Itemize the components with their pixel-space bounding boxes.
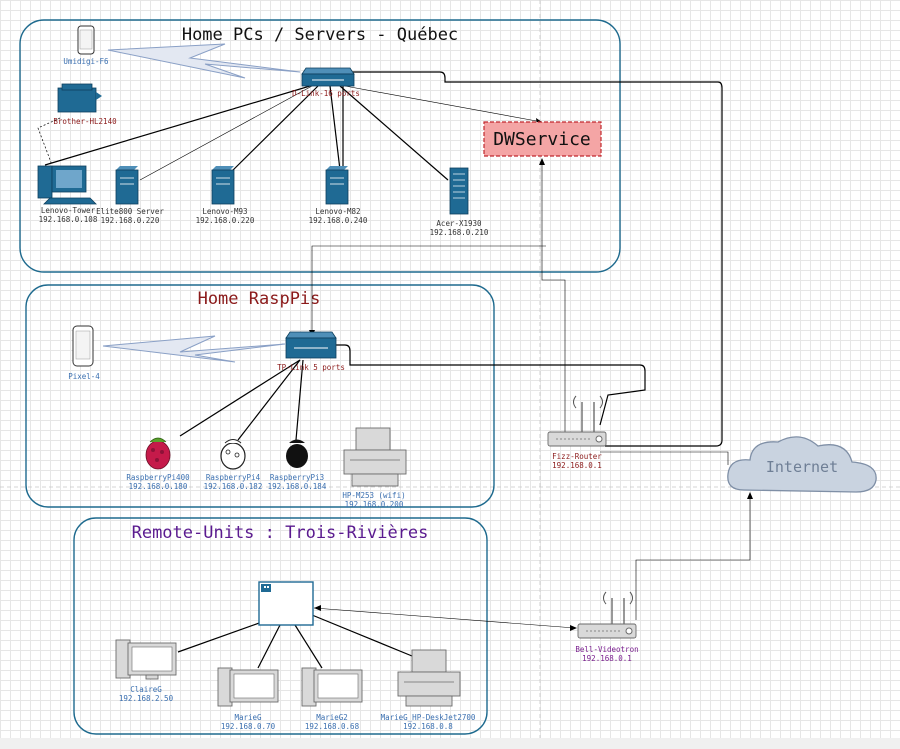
marie2-computer-icon[interactable] <box>301 667 363 707</box>
pixel4-label: Pixel-4 <box>68 372 100 381</box>
marie-hp-label: MarieG_HP-DeskJet2700 <box>381 713 476 722</box>
marie-label: MarieG <box>234 713 262 722</box>
acer-server-icon[interactable] <box>449 167 469 215</box>
lenovo-m82-ip: 192.168.0.240 <box>309 216 368 225</box>
marie-hp-ip: 192.168.0.8 <box>403 722 453 731</box>
links <box>37 71 753 669</box>
bell-router-icon[interactable] <box>577 591 637 639</box>
rpi4-label: RaspberryPi4 <box>206 473 261 482</box>
hp-m253-printer-icon[interactable] <box>343 427 407 487</box>
wireless-bolt-umidigi <box>107 43 301 79</box>
bell-label: Bell-Videotron <box>575 645 638 654</box>
brother-label: Brother-HL2140 <box>53 117 117 126</box>
pixel4-phone-icon[interactable] <box>72 325 94 367</box>
umidigi-label: Umidigi-F6 <box>63 57 109 66</box>
group-home-raspis-frame <box>25 284 495 508</box>
tplink-label: TP-Link 5 ports <box>277 363 345 372</box>
group-title-home-pcs: Home PCs / Servers - Québec <box>182 25 458 45</box>
tplink-switch-icon[interactable] <box>285 331 337 359</box>
internet-label: Internet <box>766 458 838 476</box>
marie2-label: MarieG2 <box>316 713 348 722</box>
claire-label: ClaireG <box>130 685 162 694</box>
dwservice-box[interactable] <box>483 121 602 157</box>
bell-ip: 192.168.0.1 <box>582 654 632 663</box>
elite800-ip: 192.168.0.220 <box>101 216 160 225</box>
marie-computer-icon[interactable] <box>217 667 279 707</box>
lenovo-tower-computer-icon[interactable] <box>37 165 97 205</box>
brother-printer-icon[interactable] <box>57 83 102 113</box>
claire-computer-icon[interactable] <box>115 639 177 680</box>
fizz-router-icon[interactable] <box>547 395 607 447</box>
claire-ip: 192.168.2.50 <box>119 694 174 703</box>
rpi400-label: RaspberryPi400 <box>126 473 190 482</box>
remote-hub-icon[interactable] <box>258 581 314 626</box>
lenovo-m82-computer-icon[interactable] <box>325 166 349 205</box>
lenovo-m93-ip: 192.168.0.220 <box>196 216 255 225</box>
elite800-server-icon[interactable] <box>115 166 139 205</box>
raspberry-pi3-icon[interactable] <box>286 439 308 469</box>
dwservice-label: DWService <box>493 129 591 150</box>
fizz-label: Fizz-Router <box>552 452 602 461</box>
lenovo-m93-computer-icon[interactable] <box>211 166 235 205</box>
lenovo-m93-label: Lenovo-M93 <box>202 207 247 216</box>
lenovo-m82-label: Lenovo-M82 <box>315 207 360 216</box>
raspberry-pi4-icon[interactable] <box>220 439 246 470</box>
acer-label: Acer-X1930 <box>436 219 482 228</box>
lenovo-tower-label: Lenovo-Tower <box>41 206 96 215</box>
rpi3-label: RaspberryPi3 <box>270 473 324 482</box>
group-title-home-raspis: Home RaspPis <box>198 289 321 309</box>
wireless-bolt-pixel <box>102 335 286 363</box>
umidigi-phone-icon[interactable] <box>77 25 95 55</box>
raspberry-pi400-icon[interactable] <box>145 437 171 470</box>
group-title-remote-units: Remote-Units : Trois-Rivières <box>132 523 429 543</box>
rpi4-ip: 192.168.0.182 <box>204 482 263 491</box>
marie-ip: 192.168.0.70 <box>221 722 276 731</box>
internet-cloud-icon[interactable] <box>727 436 877 493</box>
rpi400-ip: 192.168.0.180 <box>129 482 188 491</box>
fizz-ip: 192.168.0.1 <box>552 461 602 470</box>
acer-ip: 192.168.0.210 <box>430 228 489 237</box>
marie2-ip: 192.168.0.68 <box>305 722 360 731</box>
dlink-switch-icon[interactable] <box>301 67 355 87</box>
marie-hp-printer-icon[interactable] <box>397 649 461 707</box>
elite800-label: Elite800 Server <box>96 207 164 216</box>
hp-m253-label: HP-M253 (wifi) <box>342 491 405 500</box>
lenovo-tower-ip: 192.168.0.108 <box>39 215 98 224</box>
group-remote-units-frame <box>73 517 488 735</box>
dlink-label: D-Link-16 ports <box>292 89 360 98</box>
rpi3-ip: 192.168.0.184 <box>268 482 327 491</box>
group-home-pcs-frame <box>19 19 621 273</box>
hp-m253-ip: 192.168.0.200 <box>345 500 404 509</box>
